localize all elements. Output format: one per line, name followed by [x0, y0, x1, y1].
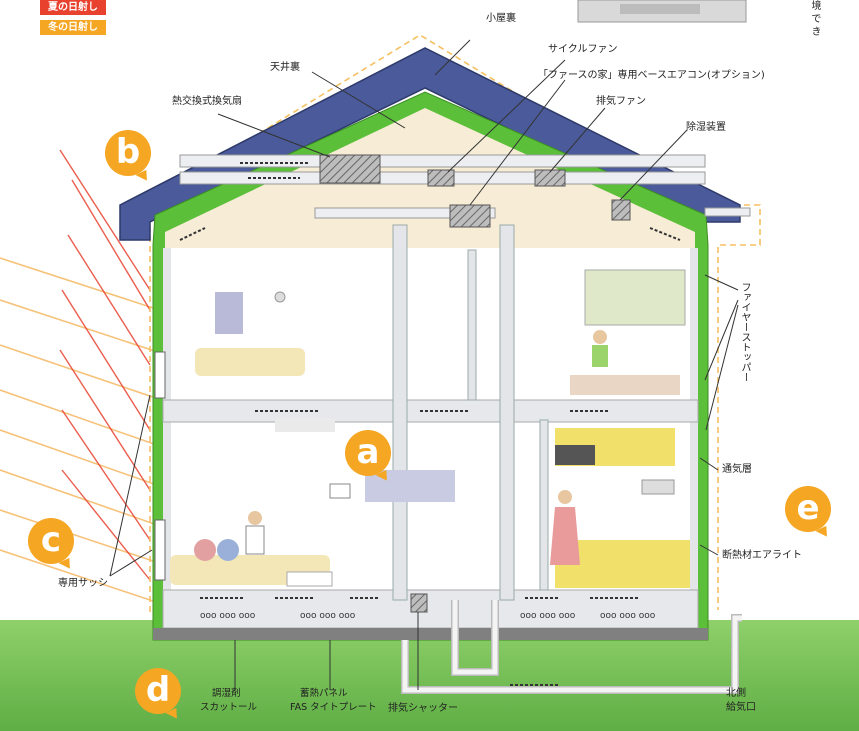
label-sash: 専用サッシ	[58, 578, 108, 589]
cycle-fan-unit	[427, 169, 455, 187]
leader-lines	[109, 39, 739, 690]
attic-duct-mid	[314, 207, 496, 219]
label-exhaust-fan: 排気ファン	[596, 96, 646, 107]
label-thermal-2: FAS タイトプレート	[290, 702, 377, 713]
window-sash-upper	[154, 351, 166, 399]
ground-floor-slab	[162, 589, 699, 629]
badge-a: a	[345, 430, 391, 476]
airflow-arrows	[179, 162, 681, 686]
label-north-1: 北側	[726, 688, 746, 699]
heat-exchanger-unit	[319, 154, 381, 184]
label-exhaust-shutter: 排気シャッター	[388, 703, 458, 714]
floor-panels: ooo ooo ooo ooo ooo ooo ooo ooo ooo ooo …	[200, 611, 656, 621]
badge-c: c	[28, 518, 74, 564]
label-north-2: 給気口	[726, 702, 756, 713]
label-thermal-1: 蓄熱パネル	[300, 688, 348, 699]
badge-e: e	[785, 486, 831, 532]
window-sash-lower	[154, 519, 166, 581]
central-duct	[392, 224, 408, 601]
label-humidity-1: 調湿剤	[212, 688, 241, 699]
attic-duct-top	[179, 154, 706, 168]
label-tenjoura: 天井裏	[270, 62, 300, 73]
label-koyaura: 小屋裏	[486, 13, 516, 24]
legend-summer: 夏の日射し	[40, 0, 106, 15]
people	[245, 330, 608, 565]
label-fire-stopper: ファイヤーストッパー	[739, 282, 750, 382]
exhaust-shutter-unit	[410, 593, 428, 613]
label-insulation: 断熱材エアライト	[722, 550, 802, 561]
svg-text:ooo ooo ooo: ooo ooo ooo	[520, 611, 576, 621]
label-dehumidifier: 除湿装置	[686, 122, 726, 133]
label-cycle-fan: サイクルファン	[548, 44, 618, 55]
badge-b: b	[105, 130, 151, 176]
dehumidifier-unit	[611, 199, 631, 221]
svg-text:ooo ooo ooo: ooo ooo ooo	[600, 611, 656, 621]
base-aircon-unit	[449, 204, 491, 228]
svg-text:ooo ooo ooo: ooo ooo ooo	[300, 611, 356, 621]
label-heat-exchanger: 熱交換式換気扇	[172, 96, 242, 107]
exhaust-fan-unit	[534, 169, 566, 187]
legend-winter: 冬の日射し	[40, 20, 106, 35]
label-vent-layer: 通気層	[722, 464, 752, 475]
corner-text: 境 で き	[809, 0, 820, 37]
label-base-aircon: 「ファースの家」専用ベースエアコン(オプション)	[538, 70, 765, 81]
badge-d: d	[135, 668, 181, 714]
svg-text:ooo ooo ooo: ooo ooo ooo	[200, 611, 256, 621]
foundation	[153, 628, 708, 640]
label-humidity-2: スカットール	[200, 702, 258, 713]
